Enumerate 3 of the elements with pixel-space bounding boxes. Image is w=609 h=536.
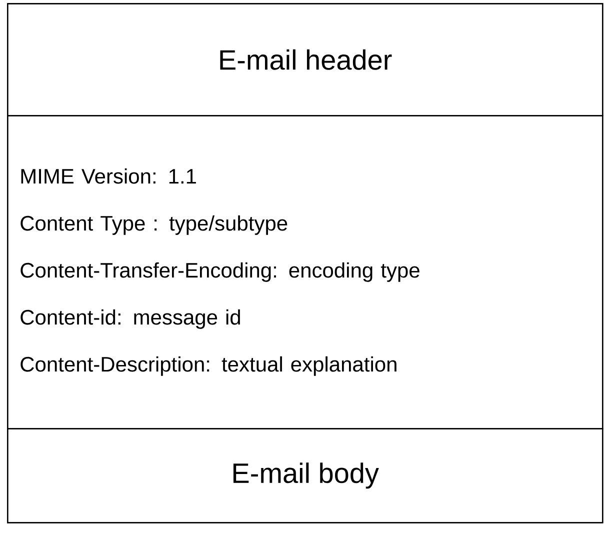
section-box: E-mail header <box>7 3 604 116</box>
header-fields-box: MIME Version: 1.1 Content Type : type/subtype Content-Transfer-Encoding: encoding type Content-id: message id Content-Description: textual explanation <box>7 115 604 430</box>
section-box: E-mail body <box>7 428 604 524</box>
